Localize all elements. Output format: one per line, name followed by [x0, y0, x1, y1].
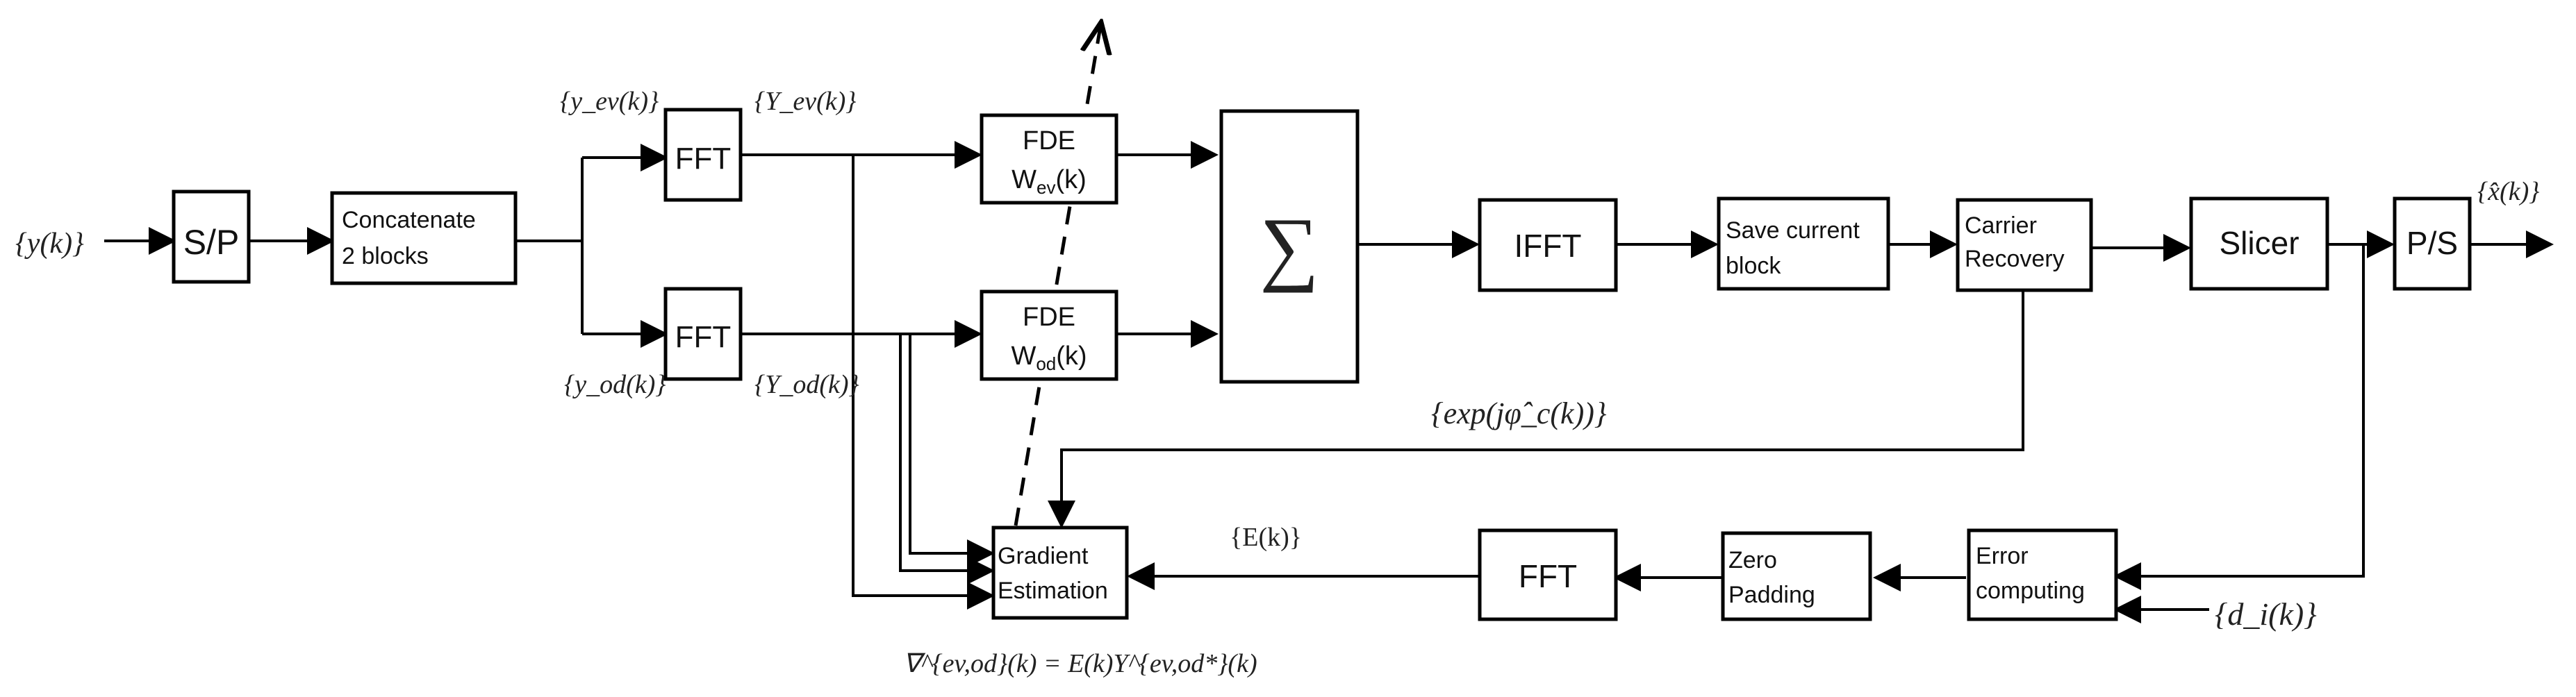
- zero-label-1: Zero: [1728, 547, 1777, 573]
- fft-od-block: FFT: [663, 287, 743, 381]
- carrier-label-2: Recovery: [1965, 246, 2065, 272]
- desired-symbol-label: {d_i(k)}: [2215, 596, 2317, 632]
- save-block-box: Save current block: [1717, 196, 1890, 291]
- error-label-2: computing: [1976, 578, 2085, 604]
- gradient-formula-label: ∇^{ev,od}(k) = E(k)Y^{ev,od*}(k): [903, 649, 1257, 678]
- wire-tap-Yod-gradient-1: [899, 334, 995, 585]
- fde-ev-block: FDE Wev(k): [980, 113, 1118, 205]
- slicer-block: Slicer: [2189, 196, 2329, 291]
- fde-od-label: FDE: [1023, 303, 1075, 332]
- fft-ev-block: FFT: [663, 108, 743, 202]
- y-ev-label: {y_ev(k)}: [560, 87, 659, 116]
- phase-estimate-label: {exp(jφ̂_c(k))}: [1431, 396, 1607, 430]
- Y-od-label: {Y_od(k)}: [754, 370, 859, 399]
- fft-bottom-block: FFT: [1478, 528, 1618, 621]
- concatenate-block: Concatenate 2 blocks: [330, 191, 518, 285]
- sum-block: ∑: [1219, 109, 1360, 384]
- sp-block: S/P: [172, 190, 251, 284]
- y-od-label: {y_od(k)}: [564, 370, 666, 399]
- signal-labels: {y(k)} {y_ev(k)} {y_od(k)} {Y_ev(k)} {Y_…: [15, 87, 2539, 678]
- fft-bottom-label: FFT: [1519, 558, 1577, 594]
- fde-od-block: FDE Wod(k): [980, 289, 1118, 381]
- carrier-recovery-block: Carrier Recovery: [1956, 198, 2093, 292]
- wire-carrier-gradient: [1048, 292, 2024, 528]
- ifft-block: IFFT: [1478, 198, 1618, 292]
- adaptation-dashed-arrow: [1014, 22, 1101, 526]
- fft-ev-label: FFT: [675, 142, 732, 176]
- error-computing-block: Error computing: [1967, 528, 2118, 621]
- carrier-label-1: Carrier: [1965, 212, 2037, 239]
- concatenate-label-1: Concatenate: [342, 207, 476, 233]
- ps-block: P/S: [2393, 196, 2472, 291]
- fde-od-weight-label: Wod(k): [1011, 342, 1087, 374]
- input-signal-label: {y(k)}: [15, 228, 84, 260]
- gradient-estimation-block: Gradient Estimation: [991, 526, 1129, 620]
- output-signal-label: {x̂(k)}: [2477, 177, 2539, 206]
- wire-tap-Yev-gradient: [852, 155, 995, 610]
- fde-ev-label: FDE: [1023, 126, 1075, 156]
- error-label-1: Error: [1976, 543, 2029, 569]
- fft-od-label: FFT: [675, 320, 732, 354]
- sum-symbol: ∑: [1260, 201, 1319, 293]
- wires: [104, 22, 2554, 623]
- concatenate-label-2: 2 blocks: [342, 243, 429, 269]
- zero-padding-block: Zero Padding: [1721, 531, 1872, 621]
- wire-tap-Yod-gradient-2: [909, 334, 995, 567]
- gradient-label-2: Estimation: [998, 578, 1108, 604]
- gradient-label-1: Gradient: [998, 543, 1089, 569]
- sp-label: S/P: [183, 223, 240, 262]
- error-signal-label: {E(k)}: [1230, 523, 1302, 552]
- zero-label-2: Padding: [1728, 582, 1815, 608]
- Y-ev-label: {Y_ev(k)}: [754, 87, 856, 116]
- ifft-label: IFFT: [1514, 228, 1581, 264]
- ps-label: P/S: [2406, 225, 2458, 261]
- wire-slicer-error: [2113, 244, 2365, 590]
- fde-ev-weight-label: Wev(k): [1012, 165, 1087, 198]
- slicer-label: Slicer: [2219, 225, 2299, 261]
- save-label-2: block: [1726, 253, 1781, 279]
- save-label-1: Save current: [1726, 217, 1860, 244]
